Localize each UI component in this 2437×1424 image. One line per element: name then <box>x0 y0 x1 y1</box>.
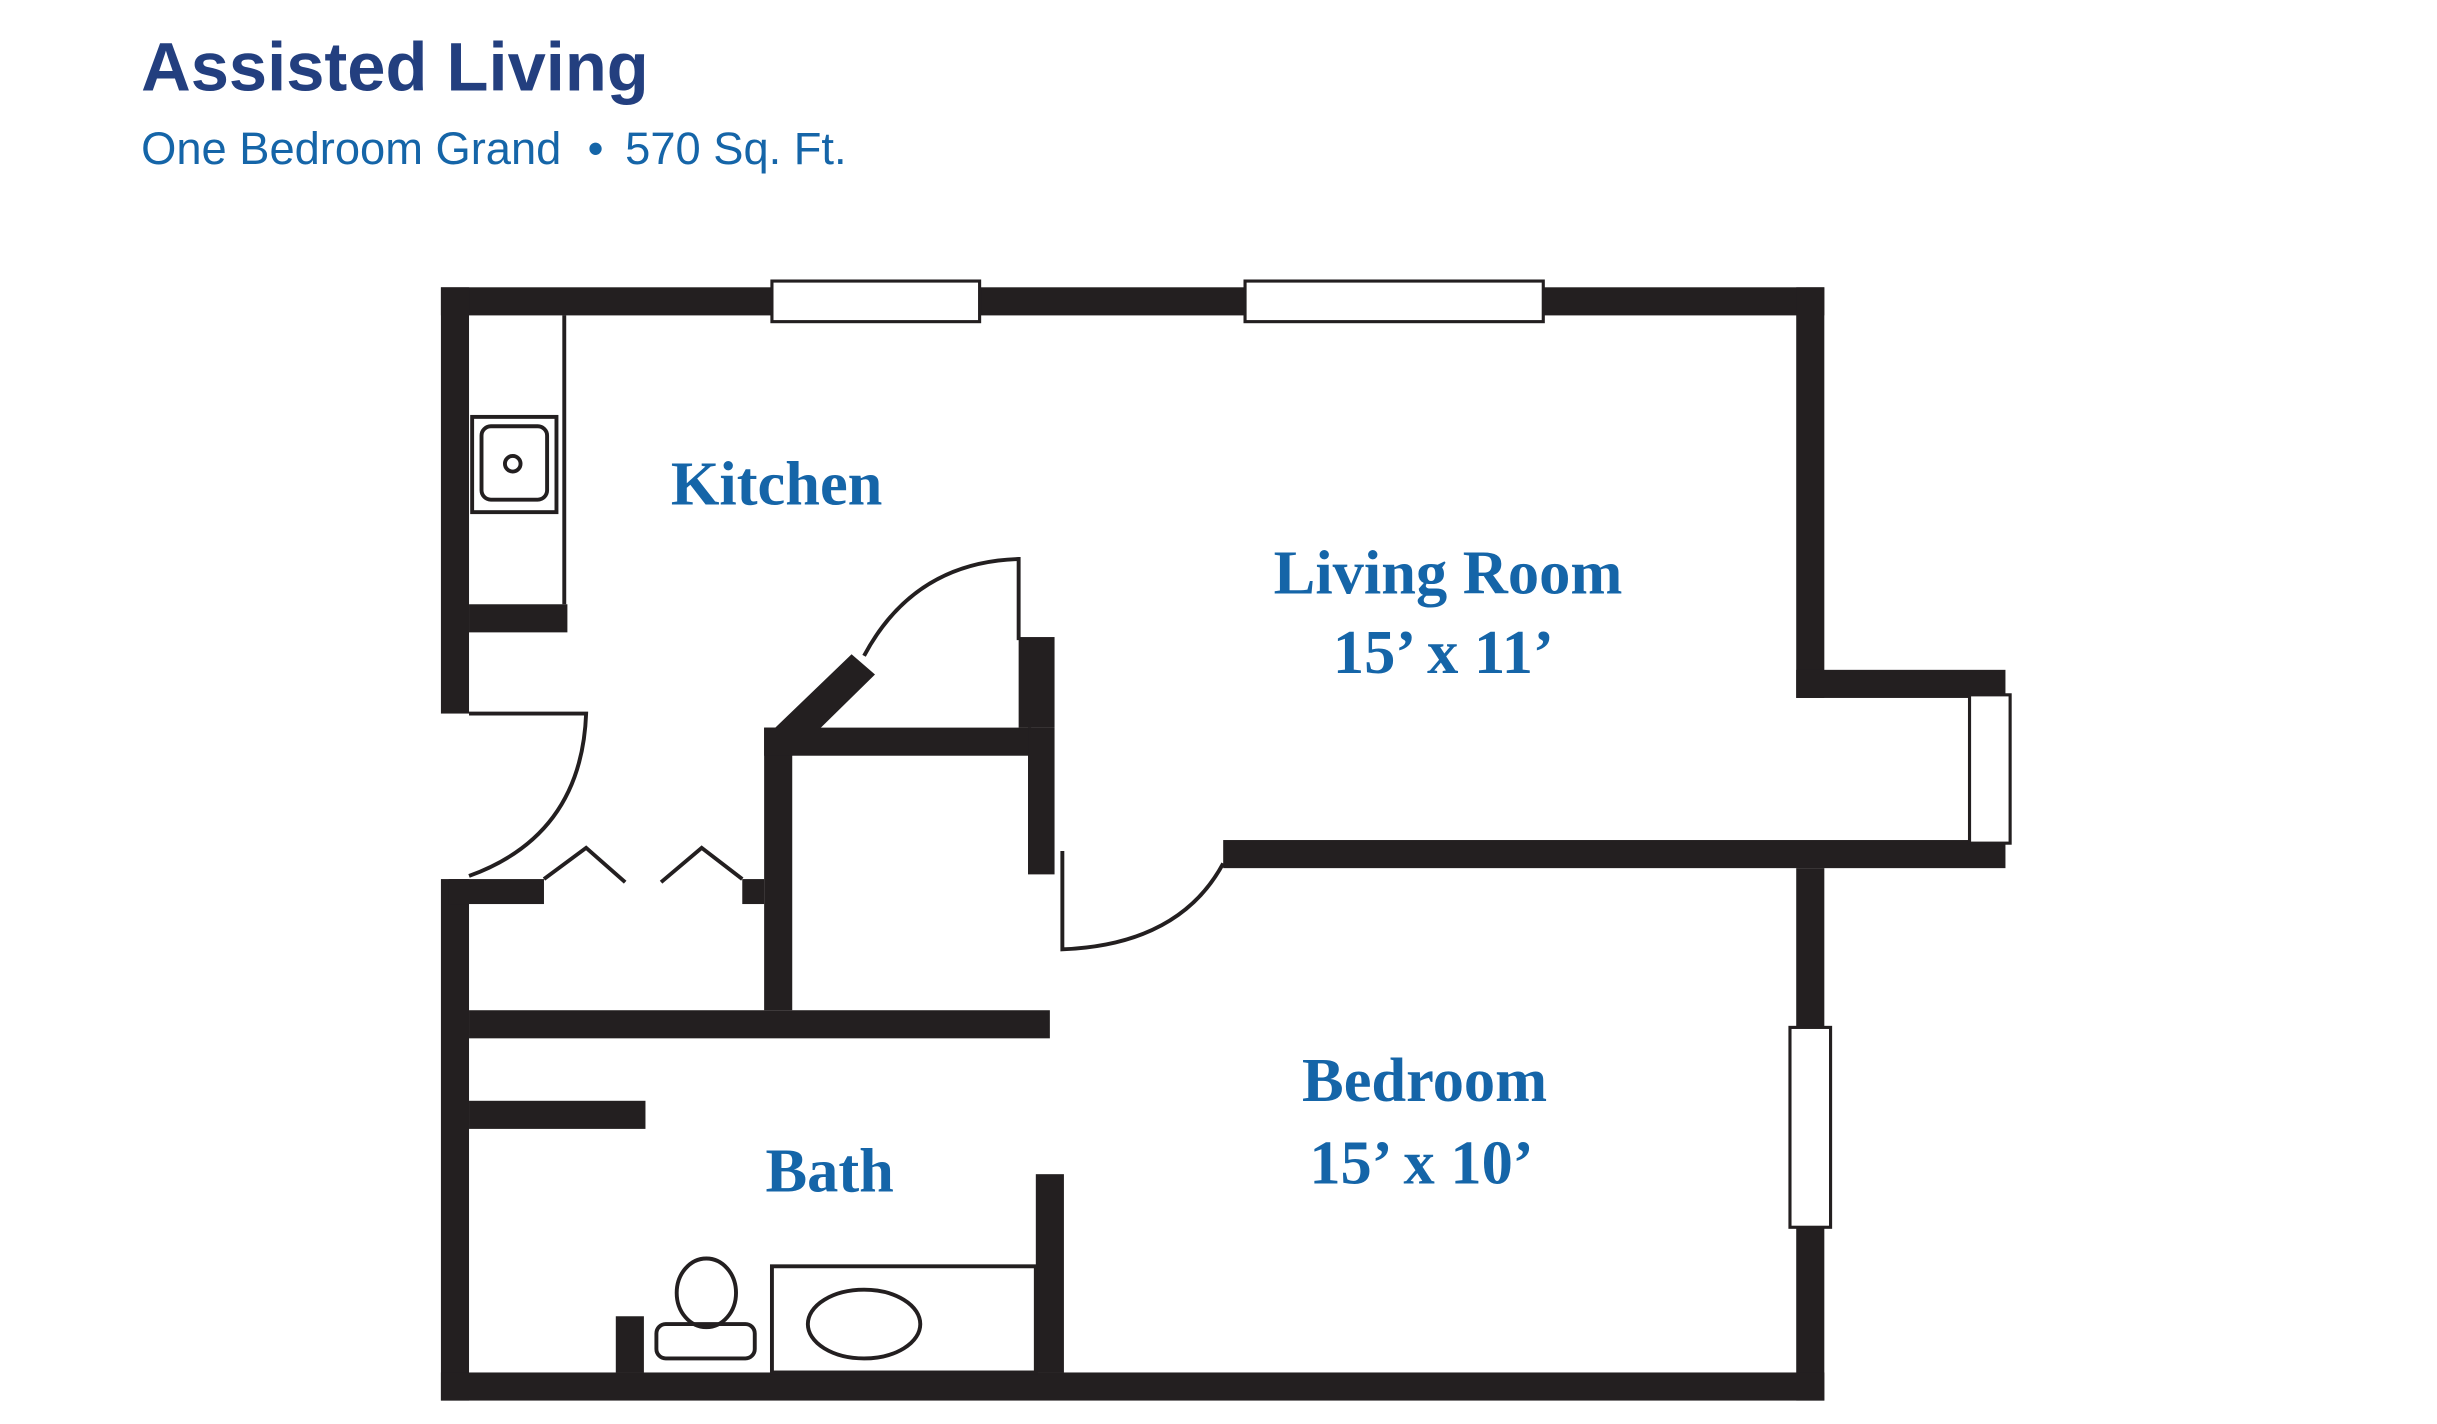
entry-door-icon <box>468 711 589 878</box>
toilet-icon <box>674 1256 738 1330</box>
bedroom-door-icon <box>1060 850 1225 952</box>
room-label-bedroom: Bedroom <box>1302 1045 1547 1115</box>
square-footage: 570 Sq. Ft. <box>625 123 846 174</box>
page-title: Assisted Living <box>141 29 649 106</box>
doors <box>468 556 1225 952</box>
floor-plan: Kitchen Living Room 15’ x 11’ Bedroom 15… <box>440 279 2012 1401</box>
kitchen-counter <box>470 315 567 605</box>
room-label-kitchen: Kitchen <box>671 448 883 518</box>
closet-bifold-door-icon <box>542 845 744 884</box>
plan-name: One Bedroom Grand <box>141 123 561 174</box>
bathtub-icon <box>769 1264 1038 1375</box>
bath-fixtures <box>654 1256 1038 1375</box>
sink-icon <box>470 414 559 515</box>
room-dimensions-living-room: 15’ x 11’ <box>1333 617 1554 687</box>
room-dimensions-bedroom: 15’ x 10’ <box>1309 1128 1533 1198</box>
room-label-bath: Bath <box>766 1135 894 1205</box>
separator-dot: • <box>588 123 604 174</box>
windows <box>770 279 2012 1229</box>
walls <box>440 287 2006 1401</box>
kitchen-door-icon <box>862 556 1021 657</box>
room-label-living-room: Living Room <box>1274 537 1623 607</box>
